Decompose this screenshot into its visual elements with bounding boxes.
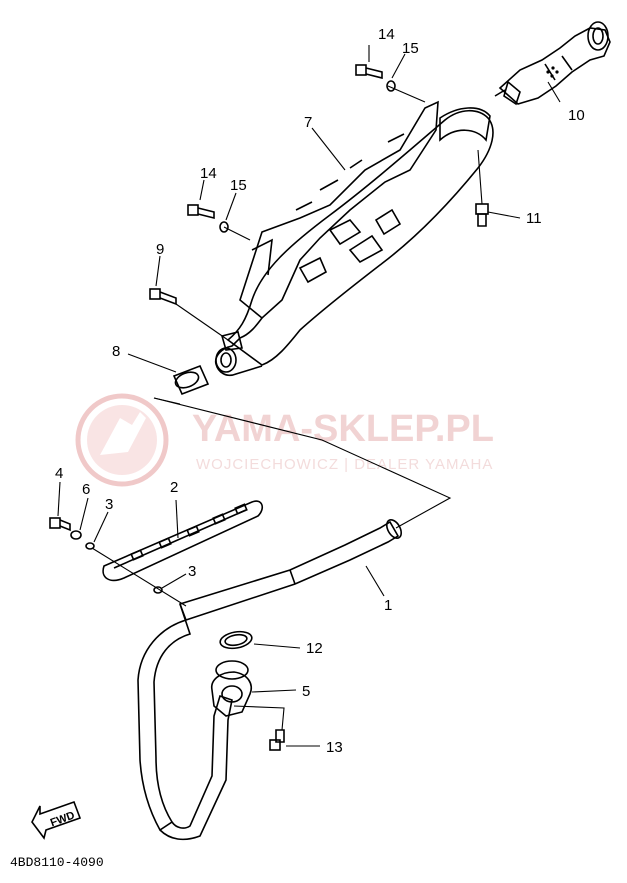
callout-2: 2 [170, 479, 178, 496]
fasteners [49, 64, 489, 751]
watermark: YAMA-SKLEP.PL WOJCIECHOWICZ | DEALER YAM… [75, 393, 494, 487]
watermark-subtitle: WOJCIECHOWICZ | DEALER YAMAHA [196, 456, 493, 473]
bolt-4 [49, 517, 71, 532]
bolt-13 [269, 729, 285, 751]
callout-14-top: 14 [378, 26, 395, 43]
part-12-gasket [219, 630, 253, 650]
washer-3-lower [153, 586, 163, 594]
diagram-code: 4BD8110-4090 [10, 855, 104, 870]
callout-12: 12 [306, 640, 323, 657]
leader-lines [57, 45, 561, 747]
callout-11: 11 [526, 210, 542, 227]
callout-14-mid: 14 [200, 165, 217, 182]
part-7-muffler [214, 100, 494, 377]
washer-3-upper [85, 542, 95, 550]
callout-3-lower: 3 [188, 563, 196, 580]
washer-6 [70, 530, 82, 540]
callout-7: 7 [304, 114, 312, 131]
watermark-logo [75, 393, 169, 487]
watermark-title: YAMA-SKLEP.PL [192, 408, 494, 450]
fwd-arrow-icon: FWD [31, 800, 82, 840]
washer-15-top [386, 80, 396, 92]
callout-10: 10 [568, 107, 585, 124]
bolt-14-mid [187, 204, 215, 220]
callout-6: 6 [82, 481, 90, 498]
callout-5: 5 [302, 683, 310, 700]
bolt-11 [475, 203, 489, 227]
callouts: 14 15 7 10 14 15 11 9 8 4 2 6 3 3 1 12 5… [55, 26, 585, 756]
part-2-protector [102, 500, 264, 582]
callout-15-top: 15 [402, 40, 419, 57]
washer-15-mid [219, 221, 229, 233]
callout-3-upper: 3 [105, 496, 113, 513]
part-5-flange [210, 660, 252, 717]
callout-13: 13 [326, 739, 343, 756]
part-8-gasket [172, 364, 210, 396]
callout-9: 9 [156, 241, 164, 258]
part-1-exhaust-pipe [137, 519, 403, 841]
part-10-end-cap [494, 21, 611, 106]
callout-8: 8 [112, 343, 120, 360]
fwd-label: FWD [49, 809, 77, 829]
callout-15-mid: 15 [230, 177, 247, 194]
callout-1: 1 [384, 597, 392, 614]
callout-4: 4 [55, 465, 63, 482]
bolt-9 [149, 288, 177, 306]
bolt-14-top [355, 64, 383, 80]
